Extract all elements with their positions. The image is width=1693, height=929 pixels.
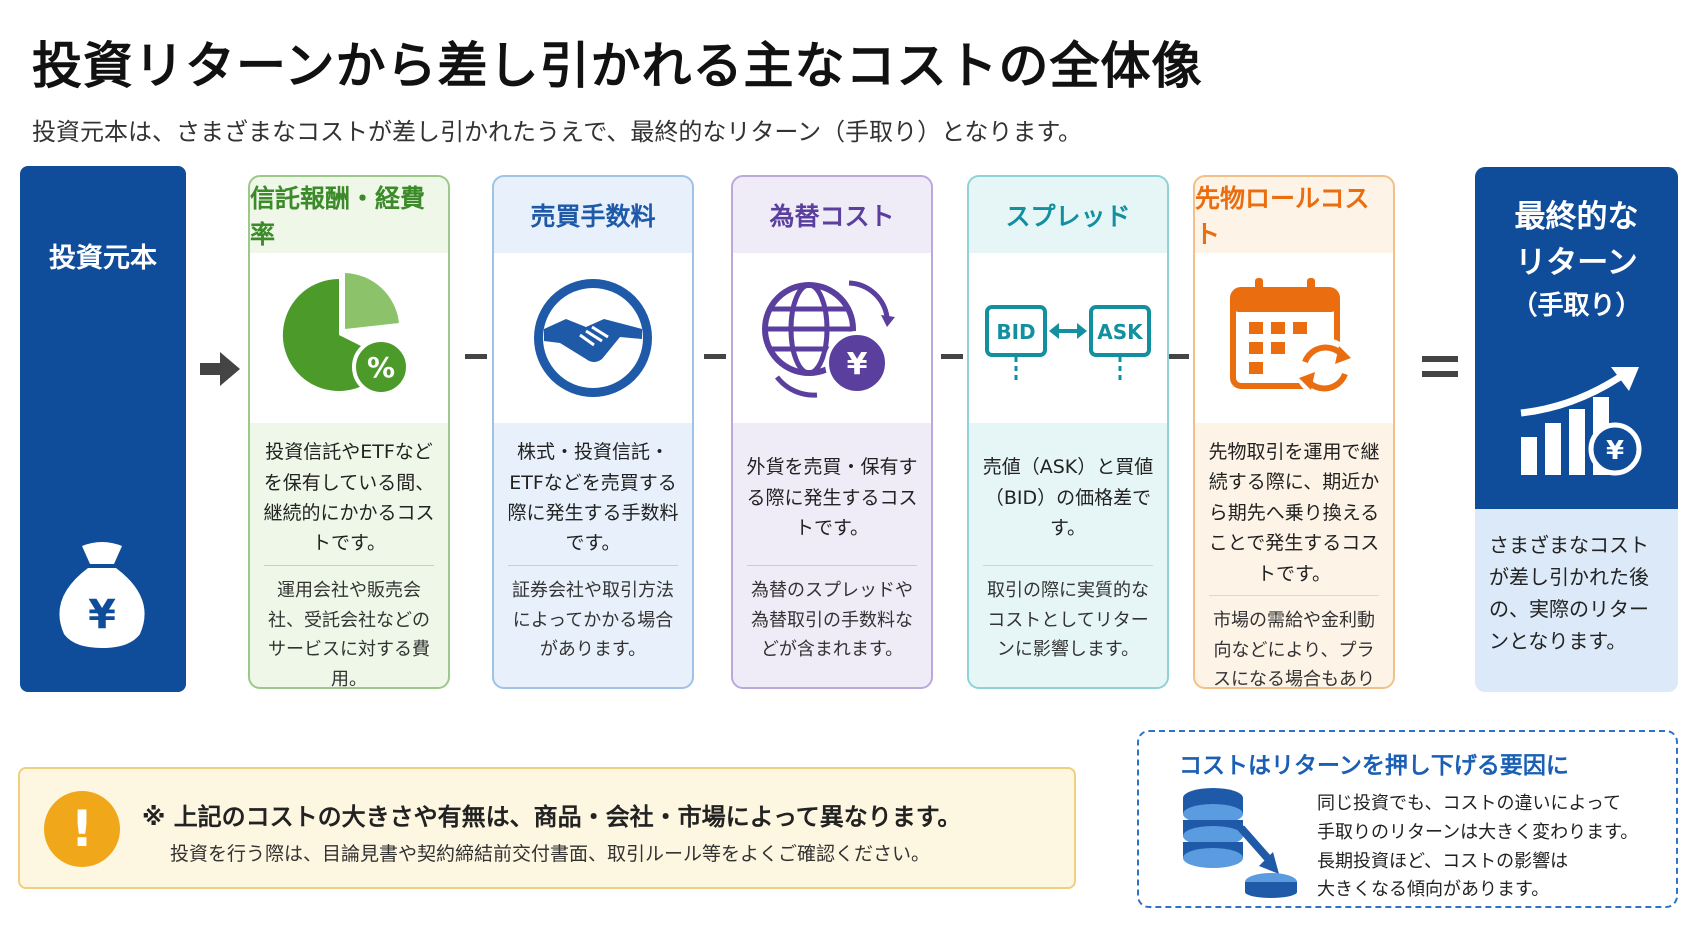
card-title: 信託報酬・経費率 (250, 184, 426, 249)
principal-label: 投資元本 (49, 243, 157, 274)
svg-text:¥: ¥ (847, 347, 868, 382)
minus-sign (465, 354, 487, 359)
coins-decrease-icon (1183, 788, 1297, 898)
bid-label: BID (996, 320, 1035, 344)
page-title: 投資リターンから差し引かれる主なコストの全体像 (32, 37, 1203, 95)
card-description: 先物取引を運用で継続する際に、期近から期先へ乗り換えることで発生するコストです。 (1208, 441, 1380, 585)
minus-sign (1167, 354, 1189, 359)
minus-sign (704, 354, 726, 359)
money-bag-yen-icon: ¥ (59, 542, 145, 648)
card-title: 売買手数料 (530, 202, 656, 231)
card-title: スプレッド (1005, 202, 1131, 231)
svg-text:¥: ¥ (1606, 436, 1624, 466)
caution-main-text: ※ 上記のコストの大きさや有無は、商品・会社・市場によって異なります。 (142, 803, 962, 831)
card-description: 外貨を売買・保有する際に発生するコストです。 (746, 456, 918, 540)
card-description: 投資信託やETFなどを保有している間、継続的にかかるコストです。 (263, 441, 435, 555)
final-label: 最終的な リターン （手取り） (1511, 199, 1642, 321)
growth-chart-yen-icon: ¥ (1520, 367, 1642, 476)
minus-sign (941, 354, 963, 359)
caution-sub-text: 投資を行う際は、目論見書や契約締結前交付書面、取引ルール等をよくご確認ください。 (170, 843, 931, 865)
ask-label: ASK (1097, 320, 1144, 344)
cost-card-roll-cost: 先物ロールコスト 先物取引を運用で継続する際に、期近から期先へ乗り換えることで発… (1193, 175, 1395, 689)
globe-yen-exchange-icon: ¥ (762, 280, 895, 398)
card-description: 売値（ASK）と買値（BID）の価格差です。 (982, 456, 1154, 540)
principal-box: 投資元本 ¥ (20, 166, 186, 692)
handshake-icon (534, 279, 652, 397)
card-title: 為替コスト (769, 202, 895, 231)
equals-sign (1422, 356, 1458, 386)
card-title: 先物ロールコスト (1195, 184, 1370, 249)
calendar-rollover-icon (1230, 278, 1355, 398)
card-note: 運用会社や販売会社、受託会社などのサービスに対する費用。 (268, 580, 430, 689)
callout-title: コストはリターンを押し下げる要因に (1179, 753, 1569, 779)
caution-note: ! ※ 上記のコストの大きさや有無は、商品・会社・市場によって異なります。 投資… (18, 767, 1076, 889)
cost-card-fx-cost: 為替コスト ¥ 外貨を売買・保有する際に発生するコストです。 為替のスプレッドや… (731, 175, 933, 689)
svg-text:¥: ¥ (88, 592, 116, 638)
arrow-right-icon (200, 352, 240, 386)
card-description: 株式・投資信託・ETFなどを売買する際に発生する手数料です。 (507, 441, 679, 555)
exclamation-icon: ! (44, 791, 120, 867)
callout-text: 同じ投資でも、コストの違いによって 手取りのリターンは大きく変わります。 長期投… (1317, 793, 1639, 901)
final-description: さまざまなコストが差し引かれた後の、実際のリターンとなります。 (1489, 533, 1649, 653)
cost-card-trust-fee: 信託報酬・経費率 % 投資信託やETFなどを保有している間、継続的にかかるコスト… (248, 175, 450, 689)
card-note: 取引の際に実質的なコストとしてリターンに影響します。 (987, 580, 1149, 661)
card-note: 為替のスプレッドや為替取引の手数料などが含まれます。 (751, 580, 913, 661)
cost-card-trading-fee: 売買手数料 株式・投資信託・ETFなどを売買する際に発生する手数料です。 証券会… (492, 175, 694, 689)
cost-impact-callout: コストはリターンを押し下げる要因に 同じ投資でも、コストの違いによって 手取りの… (1137, 730, 1678, 908)
final-return-box: 最終的な リターン （手取り） ¥ さまざまなコストが差し引かれた後の、実際のリ… (1475, 167, 1678, 692)
page-subtitle: 投資元本は、さまざまなコストが差し引かれたうえで、最終的なリターン（手取り）とな… (32, 118, 1082, 146)
card-note: 市場の需給や金利動向などにより、プラスになる場合もあります。 (1213, 609, 1375, 689)
cost-card-spread: スプレッド BID ASK 売値（ASK）と買値（BID）の価格差です。 取引の… (967, 175, 1169, 689)
card-note: 証券会社や取引方法によってかかる場合があります。 (512, 580, 674, 661)
pie-chart-percent-icon: % (282, 273, 410, 396)
bid-ask-icon: BID ASK (985, 305, 1151, 381)
svg-text:%: % (367, 351, 395, 384)
